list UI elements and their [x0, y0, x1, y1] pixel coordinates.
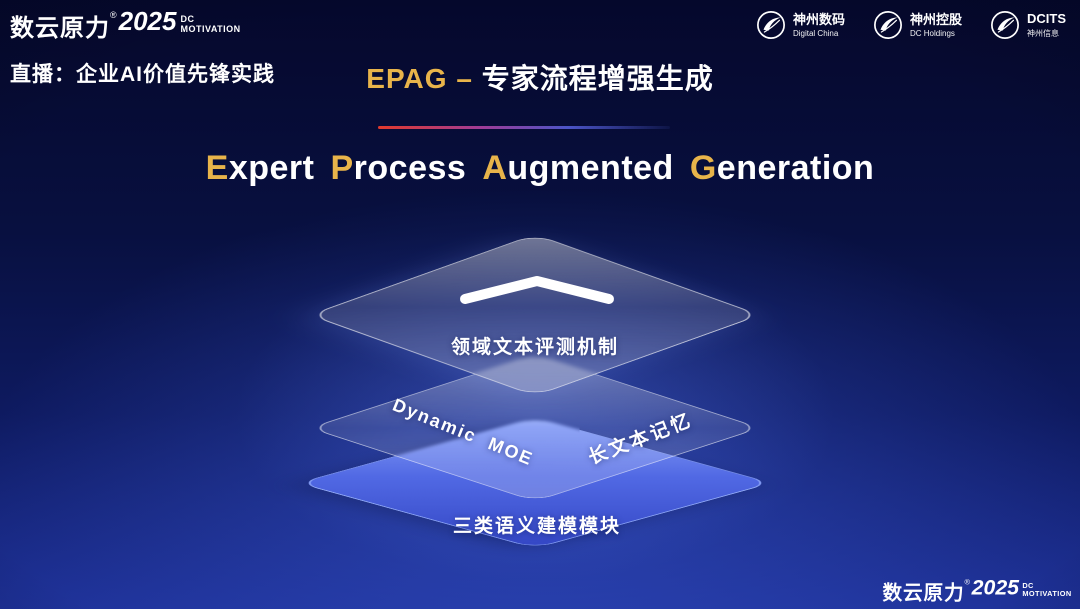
- subtitle-word-augmented: Augmented: [482, 149, 674, 187]
- brand-name: 数云原力: [10, 15, 110, 42]
- brand-year: 2025: [971, 574, 1020, 600]
- bottom-layer-label: 三类语义建模模块: [452, 516, 621, 537]
- title-acronym: EPAG: [366, 63, 448, 94]
- page-title: EPAG – 专家流程增强生成: [0, 57, 1080, 97]
- title-separator: –: [456, 63, 473, 94]
- partner-logos: 神州数码 Digital China 神州控股 DC Holdings DC: [756, 10, 1066, 40]
- live-label: 直播：企业AI价值先锋实践: [10, 63, 275, 86]
- gradient-divider: [378, 126, 670, 129]
- partner-name: DCITS: [1027, 11, 1066, 27]
- subtitle-rest: rocess: [353, 149, 467, 187]
- brand-logo-bottom: 数云原力 ® 2025 DC MOTIVATION: [883, 576, 1072, 605]
- brand-logo-top: 数云原力 ® 2025 DC MOTIVATION: [10, 8, 241, 43]
- subtitle-initial: A: [482, 149, 508, 187]
- brand-tag-line1: DC: [180, 14, 195, 24]
- subtitle: Expert Process Augmented Generation: [0, 149, 1080, 188]
- digital-china-icon: [757, 11, 785, 39]
- registered-mark: ®: [110, 10, 117, 20]
- partner-name: 神州控股: [909, 12, 962, 28]
- partner-digital-china: 神州数码 Digital China: [756, 10, 845, 40]
- partner-dc-holdings: 神州控股 DC Holdings: [873, 10, 962, 40]
- subtitle-rest: ugmented: [507, 149, 674, 187]
- partner-text: 神州控股 DC Holdings: [910, 12, 962, 37]
- partner-subtitle: 神州信息: [1027, 28, 1059, 38]
- brand-year: 2025: [118, 6, 177, 36]
- partner-dcits: DCITS 神州信息: [990, 10, 1066, 40]
- brand-name: 数云原力: [882, 582, 965, 605]
- dcits-icon: [991, 11, 1019, 39]
- title-chinese: 专家流程增强生成: [481, 63, 714, 94]
- subtitle-word-generation: Generation: [690, 149, 875, 187]
- subtitle-initial: P: [330, 149, 354, 187]
- subtitle-rest: eneration: [716, 149, 875, 187]
- brand-tagline: DC MOTIVATION: [180, 14, 240, 35]
- subtitle-word-process: Process: [330, 149, 466, 187]
- partner-name: 神州数码: [792, 12, 845, 28]
- top-layer-label: 领域文本评测机制: [450, 337, 619, 358]
- brand-tagline: DC MOTIVATION: [1023, 581, 1072, 598]
- subtitle-initial: E: [205, 149, 229, 187]
- subtitle-word-expert: Expert: [206, 149, 315, 187]
- partner-text: 神州数码 Digital China: [793, 12, 845, 37]
- registered-mark: ®: [964, 577, 971, 587]
- dc-holdings-icon: [874, 11, 902, 39]
- partner-subtitle: Digital China: [792, 28, 839, 38]
- chevron-up-icon: [460, 276, 614, 304]
- partner-text: DCITS 神州信息: [1027, 11, 1066, 38]
- brand-tag-line1: DC: [1022, 581, 1035, 590]
- brand-tag-line2: MOTIVATION: [180, 24, 241, 35]
- brand-tag-line2: MOTIVATION: [1022, 589, 1072, 598]
- partner-subtitle: DC Holdings: [909, 28, 955, 38]
- subtitle-initial: G: [689, 149, 717, 187]
- subtitle-rest: xpert: [228, 149, 315, 187]
